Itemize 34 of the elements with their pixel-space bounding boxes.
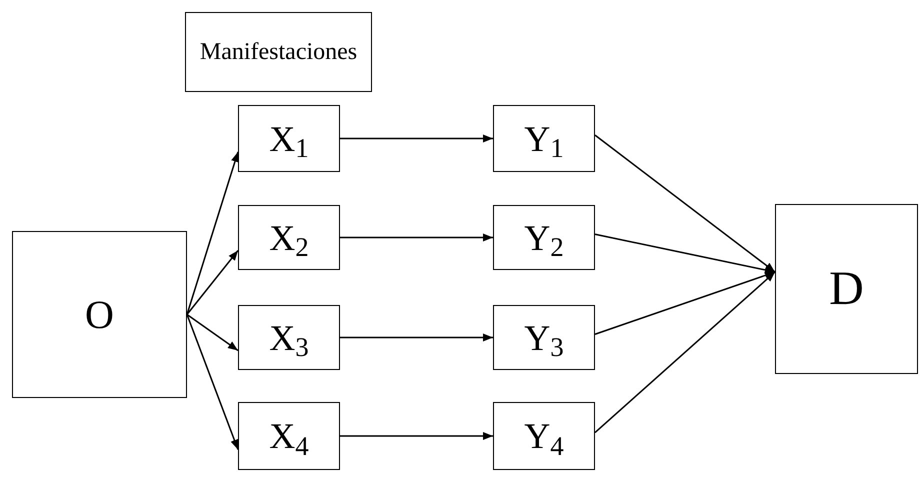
arrow [186,152,239,315]
process-box [493,105,595,172]
box-label: X$_{1}$ [269,120,309,156]
arrow [594,271,776,434]
box-label: X$_{3}$ [269,320,309,356]
process-box [493,402,595,470]
process-box [238,402,340,470]
arrow [186,314,238,352]
box-label: X$_{4}$ [269,418,309,454]
arrow [340,334,493,342]
process-box [238,305,340,370]
box-label: Y$_{3}$ [524,320,564,356]
process-box [12,231,187,398]
box-label: Y$_{4}$ [524,418,564,454]
process-box [238,205,340,270]
box-label: X$_{2}$ [269,220,309,256]
box-label: D [829,265,864,313]
process-box [238,105,340,172]
arrow [186,314,239,450]
arrow [594,234,776,274]
arrow [594,134,776,273]
box-label: Y$_{2}$ [524,220,564,256]
process-box [775,204,918,374]
box-label: O [85,294,114,334]
process-box [493,205,595,270]
arrow [594,271,776,335]
process-box [493,305,595,370]
process-box [185,12,372,92]
arrow [340,432,493,440]
box-label: Manifestaciones [200,40,358,64]
arrow [186,250,239,315]
arrow [340,234,493,242]
arrow [340,134,493,142]
box-label: Y$_{1}$ [524,120,564,156]
